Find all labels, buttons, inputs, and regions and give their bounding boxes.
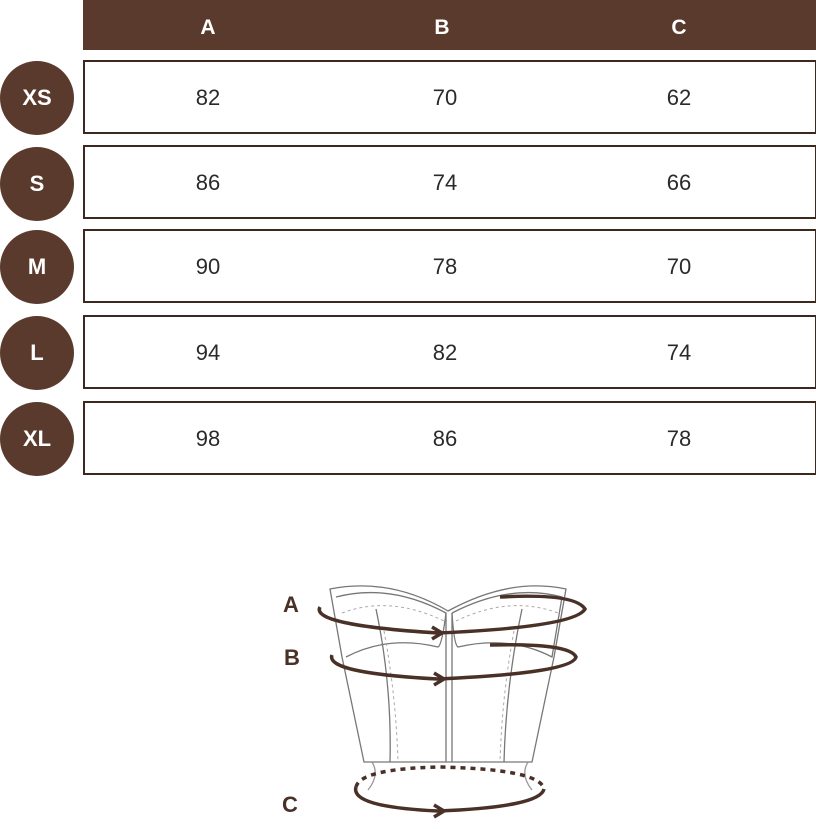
center-seam (445, 613, 453, 762)
table-row-xl: 98 86 78 (83, 401, 816, 475)
diagram-label-b: B (284, 645, 300, 670)
cell-xs-b: 70 (432, 85, 458, 110)
size-badge-m: M (0, 230, 74, 304)
cell-s-c: 66 (666, 170, 692, 195)
cell-m-b: 78 (432, 254, 458, 279)
band-c (353, 786, 546, 813)
cell-s-a: 86 (195, 170, 221, 195)
table-row-m: 90 78 70 (83, 229, 816, 303)
cell-m-a: 90 (195, 254, 221, 279)
size-badge-s: S (0, 147, 74, 221)
band-c-arrow (433, 803, 448, 819)
size-badge-xl: XL (0, 402, 74, 476)
band-a (317, 594, 588, 635)
left-cup (335, 591, 447, 658)
band-a-arrow (431, 625, 446, 641)
cell-l-c: 74 (666, 340, 692, 365)
bustier-illustration (317, 585, 588, 819)
table-row-l: 94 82 74 (83, 315, 816, 389)
cell-l-a: 94 (195, 340, 221, 365)
table-row-xs: 82 70 62 (83, 60, 816, 134)
cell-xl-b: 86 (432, 426, 458, 451)
size-badge-xs: XS (0, 61, 74, 135)
cell-xl-a: 98 (195, 426, 221, 451)
diagram-label-a: A (283, 592, 299, 617)
band-c-back (354, 765, 546, 790)
size-badge-l: L (0, 316, 74, 390)
diagram-label-c: C (282, 792, 298, 817)
cell-l-b: 82 (432, 340, 458, 365)
right-boning (503, 608, 523, 763)
cell-xs-c: 62 (666, 85, 692, 110)
right-cup (451, 591, 563, 658)
column-header-c: C (671, 16, 687, 39)
bustier-outline (329, 585, 567, 763)
cell-xs-a: 82 (195, 85, 221, 110)
size-table-header: A B C (83, 0, 816, 50)
measurement-diagram: A B C (270, 575, 600, 829)
table-row-s: 86 74 66 (83, 145, 816, 219)
cell-xl-c: 78 (666, 426, 692, 451)
band-b (329, 643, 578, 681)
cell-m-c: 70 (666, 254, 692, 279)
band-b-arrow (433, 671, 448, 687)
cell-s-b: 74 (432, 170, 458, 195)
column-header-a: A (200, 16, 216, 39)
left-boning (375, 608, 391, 763)
column-header-b: B (434, 16, 450, 39)
